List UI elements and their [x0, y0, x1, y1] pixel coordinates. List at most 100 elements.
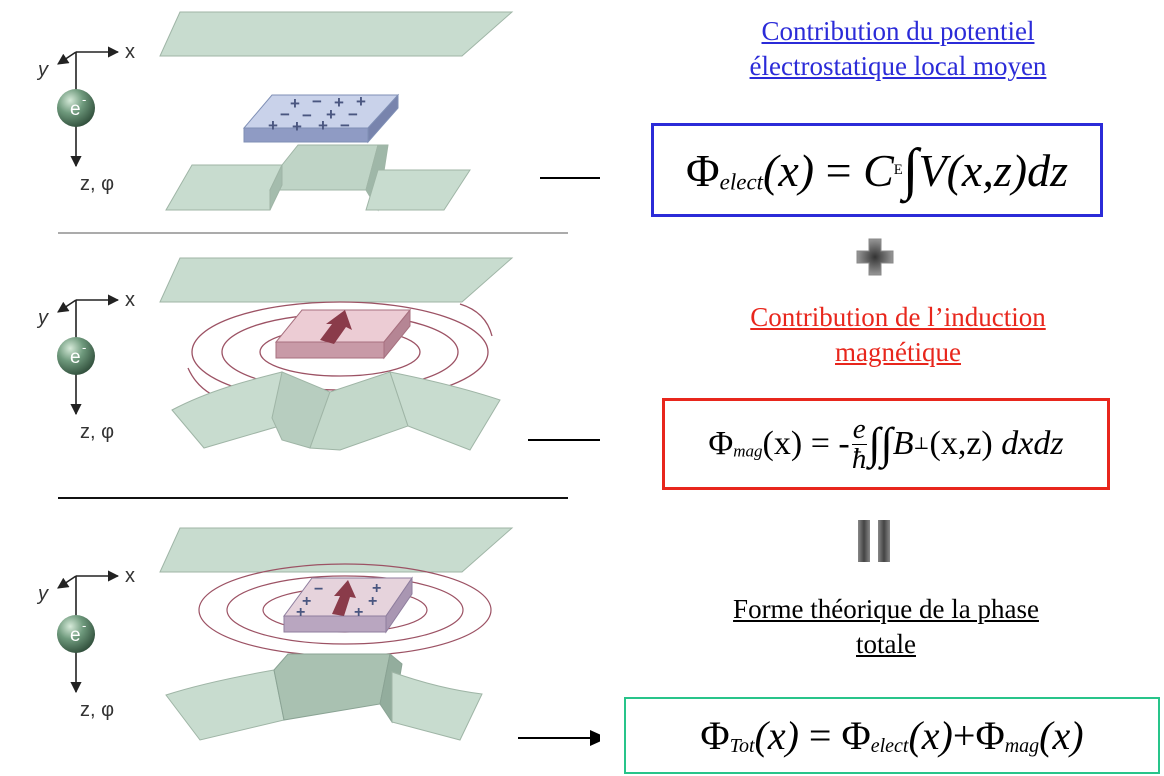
phase-plate-ramp [171, 371, 501, 451]
integral-sign: ∫ [902, 138, 919, 202]
field-symbol: B [892, 425, 914, 462]
svg-text:+: + [268, 116, 278, 135]
term2-argument: (x) [1039, 713, 1084, 758]
phi-argument: (x) [762, 425, 803, 462]
electron-sphere-icon: e - [57, 89, 95, 127]
phi-argument: (x) [754, 713, 799, 758]
magnetization-arrow-icon [320, 310, 352, 344]
axis-z-label: z, φ [80, 421, 114, 443]
phi-subscript: elect [719, 168, 764, 194]
svg-text:+: + [334, 93, 344, 112]
svg-text:+: + [326, 105, 336, 124]
electron-sphere-icon: e - [57, 337, 95, 375]
plus-sign: + [952, 713, 976, 758]
phi-argument: (x) [763, 144, 815, 196]
term2-subscript: mag [1004, 735, 1040, 757]
fraction-numerator: e [851, 412, 867, 445]
svg-text:−: − [302, 106, 312, 125]
svg-text:+: + [318, 116, 328, 135]
differentials: dxdz [992, 425, 1064, 462]
term1-phi: Φ [841, 713, 871, 758]
integrand: V(x,z)dz [918, 144, 1068, 196]
heading-total: Forme théorique de la phase totale [676, 592, 1096, 662]
equals-sign: = [814, 144, 864, 196]
arrow-right-icon [518, 730, 600, 746]
electron-charge: - [82, 340, 86, 355]
electron-sphere-icon: e - [57, 615, 95, 653]
svg-text:+: + [292, 117, 302, 136]
heading-total-line2: totale [856, 629, 916, 659]
constant-subscript: E [893, 161, 903, 178]
electron-charge: - [82, 618, 86, 633]
axis-z-label: z, φ [80, 699, 114, 721]
axis-x-label: x [125, 565, 135, 587]
svg-text:−: − [312, 92, 322, 111]
panel-electrostatic: x y z, φ e - +−++ −−+− +++− [36, 11, 514, 212]
svg-text:+: + [302, 593, 311, 610]
magnetic-specimen [274, 308, 412, 360]
combined-specimen: −+ ++ ++ [283, 576, 413, 634]
panel-magnetic: x y z, φ e - [36, 257, 514, 451]
field-argument: (x,z) [929, 425, 993, 462]
axis-triad-icon: x y z, φ [36, 41, 135, 195]
magnetization-arrow-icon [332, 580, 356, 616]
heading-magnetic-line2: magnétique [835, 337, 961, 367]
axis-y-label: y [36, 583, 49, 605]
heading-magnetic: Contribution de l’induction magnétique [688, 300, 1108, 370]
heading-total-line1: Forme théorique de la phase [733, 594, 1039, 624]
svg-text:+: + [296, 604, 305, 621]
heading-electrostatic-line2: électrostatique local moyen [749, 51, 1047, 81]
svg-text:−: − [340, 116, 350, 135]
term2-phi: Φ [975, 713, 1005, 758]
svg-text:+: + [372, 580, 381, 597]
phi-symbol: Φ [686, 144, 720, 196]
constant-symbol: C [863, 144, 894, 196]
plus-operator-icon [856, 238, 894, 276]
axis-y-label: y [36, 59, 49, 81]
term1-argument: (x) [908, 713, 953, 758]
axis-x-label: x [125, 41, 135, 63]
phase-plate-combined [165, 653, 483, 741]
fraction-denominator: ħ [851, 442, 867, 475]
equals-operator-icon [858, 520, 890, 562]
electron-label: e [70, 99, 81, 120]
panel-total: x y z, φ e - −+ ++ ++ [36, 527, 514, 741]
axis-z-label: z, φ [80, 173, 114, 195]
svg-text:+: + [290, 94, 300, 113]
top-plate [159, 11, 514, 57]
electron-charge: - [82, 92, 86, 107]
heading-electrostatic: Contribution du potentiel électrostatiqu… [688, 14, 1108, 84]
heading-electrostatic-line1: Contribution du potentiel [761, 16, 1035, 46]
electron-label: e [70, 347, 81, 368]
field-subscript: ⊥ [913, 434, 930, 453]
equals-sign: = [798, 713, 842, 758]
heading-magnetic-line1: Contribution de l’induction [750, 302, 1046, 332]
double-integral-sign: ∫∫ [868, 418, 893, 468]
arrow-right-icon [540, 177, 600, 179]
svg-text:−: − [280, 105, 290, 124]
top-plate [159, 527, 514, 573]
svg-text:+: + [356, 92, 366, 111]
svg-text:−: − [348, 105, 358, 124]
electron-label: e [70, 625, 81, 646]
phi-symbol: Φ [708, 425, 734, 462]
phase-plate-step [165, 144, 471, 212]
charged-specimen: +−++ −−+− +++− [242, 92, 400, 144]
axis-x-label: x [125, 289, 135, 311]
phi-symbol: Φ [700, 713, 730, 758]
svg-text:+: + [354, 604, 363, 621]
svg-text:+: + [368, 593, 377, 610]
arrow-right-icon [528, 439, 600, 441]
term1-subscript: elect [870, 735, 909, 757]
svg-text:−: − [314, 581, 323, 598]
illustration-panel: x y z, φ e - +−++ −−+− +++− [36, 11, 600, 746]
axis-y-label: y [36, 307, 49, 329]
top-plate [159, 257, 514, 303]
phi-subscript: mag [733, 441, 763, 461]
equals-minus: = - [802, 425, 850, 462]
phi-subscript: Tot [729, 735, 755, 757]
